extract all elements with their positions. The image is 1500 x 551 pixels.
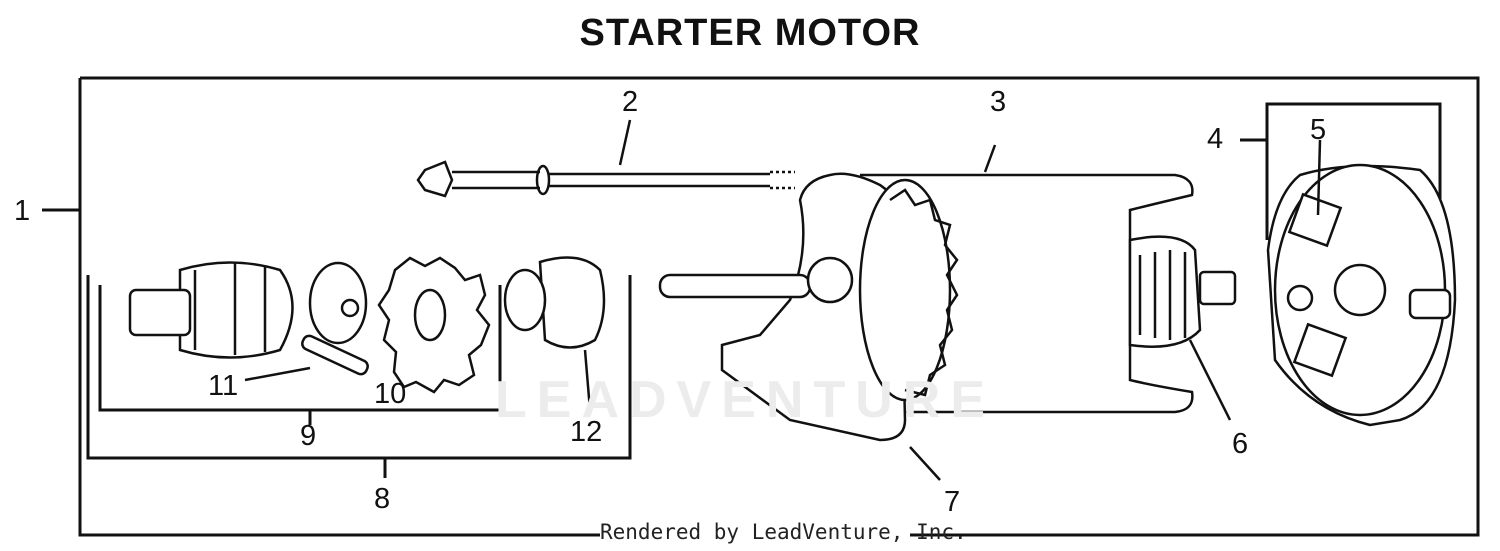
assembly-frame (78, 76, 1480, 537)
pin (301, 334, 369, 376)
callout-4: 4 (1207, 123, 1224, 155)
diagram-title: STARTER MOTOR (579, 12, 921, 54)
drive-parts (128, 256, 606, 411)
callout-1: 1 (14, 195, 31, 227)
callout-3: 3 (990, 86, 1007, 118)
washer (308, 261, 368, 345)
motor-housing (658, 144, 1194, 481)
callout-10: 10 (374, 378, 407, 410)
callout-5: 5 (1310, 114, 1327, 146)
bracket-9 (98, 285, 502, 412)
callout-6: 6 (1232, 428, 1249, 460)
callout-7: 7 (944, 486, 961, 518)
callout-2: 2 (622, 86, 639, 118)
front-bracket (720, 172, 907, 442)
stop-collar (538, 256, 606, 349)
watermark: LEADVENTURE (495, 371, 996, 429)
footer-credit: Rendered by LeadVenture, Inc. (600, 520, 967, 544)
callout-11: 11 (208, 370, 239, 402)
callout-9: 9 (300, 420, 317, 452)
callout-8: 8 (374, 483, 391, 515)
through-bolt (416, 119, 795, 198)
bracket-8 (86, 275, 632, 460)
bracket-4 (1265, 102, 1442, 240)
commutator (1128, 235, 1237, 421)
end-cap (1266, 139, 1457, 427)
callout-12: 12 (570, 416, 603, 448)
